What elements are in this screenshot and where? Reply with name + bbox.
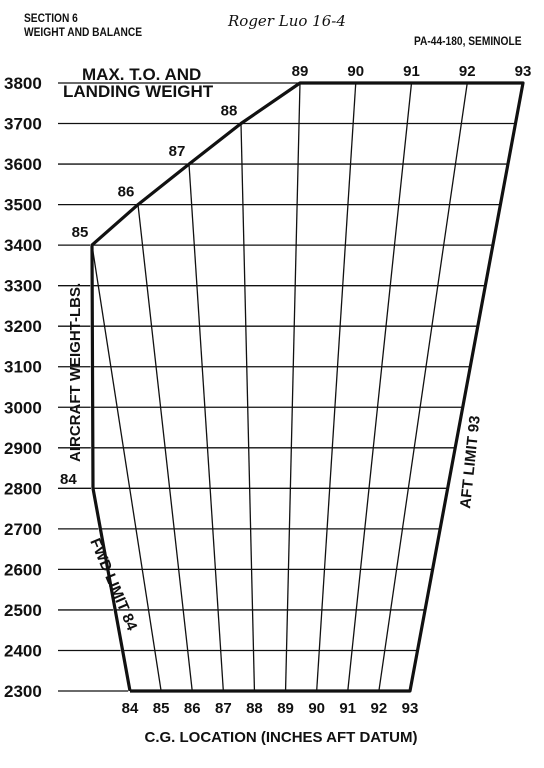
y-tick-label-3500: 3500 bbox=[4, 196, 42, 215]
top-cg-label-88: 88 bbox=[221, 103, 238, 120]
top-cg-label-87: 87 bbox=[169, 143, 186, 160]
grid-line-cg-88 bbox=[240, 123, 256, 692]
max-weight-label-line1: MAX. T.O. AND bbox=[82, 65, 201, 84]
x-tick-label-88: 88 bbox=[246, 700, 263, 717]
y-tick-label-3100: 3100 bbox=[4, 358, 42, 377]
x-tick-label-84: 84 bbox=[122, 700, 139, 717]
section-number: SECTION 6 bbox=[24, 11, 78, 25]
aircraft-model: PA-44-180, SEMINOLE bbox=[414, 34, 522, 48]
grid-lines bbox=[91, 82, 516, 692]
fwd-limit-label: FWD LIMIT 84 bbox=[86, 536, 140, 634]
y-tick-label-3800: 3800 bbox=[4, 74, 42, 93]
grid-line-cg-89 bbox=[284, 82, 301, 692]
handwritten-signature: Roger Luo 16-4 bbox=[228, 12, 346, 30]
y-tick-label-3000: 3000 bbox=[4, 398, 42, 417]
grid-line-cg-85 bbox=[91, 245, 162, 692]
x-tick-label-92: 92 bbox=[371, 700, 388, 717]
x-tick-label-87: 87 bbox=[215, 700, 232, 717]
top-cg-label-89: 89 bbox=[292, 63, 309, 80]
x-tick-label-89: 89 bbox=[277, 700, 294, 717]
section-title: WEIGHT AND BALANCE bbox=[24, 25, 143, 39]
grid-line-cg-87 bbox=[188, 164, 224, 692]
x-axis-title: C.G. LOCATION (INCHES AFT DATUM) bbox=[144, 729, 417, 746]
y-axis: 2300 2400 2500 2600 2700 2800 2900 3000 3100 3200… bbox=[4, 74, 298, 701]
y-axis-title: AIRCRAFT WEIGHT-LBS. bbox=[67, 283, 84, 462]
aft-limit-label: AFT LIMIT 93 bbox=[457, 415, 484, 510]
grid-line-cg-91 bbox=[347, 82, 413, 692]
top-cg-label-92: 92 bbox=[459, 63, 476, 80]
y-tick-label-2800: 2800 bbox=[4, 479, 42, 498]
top-cg-label-90: 90 bbox=[347, 63, 364, 80]
x-axis: 84 85 86 87 88 89 90 91 92 93 bbox=[122, 700, 419, 717]
grid-line-cg-90 bbox=[316, 82, 357, 692]
y-tick-label-2500: 2500 bbox=[4, 601, 42, 620]
y-tick-label-3200: 3200 bbox=[4, 317, 42, 336]
y-tick-label-2300: 2300 bbox=[4, 682, 42, 701]
envelope-outline bbox=[90, 81, 525, 693]
top-cg-labels: 85 86 87 88 89 90 91 92 93 bbox=[72, 63, 532, 241]
top-cg-label-85: 85 bbox=[72, 224, 89, 241]
y-tick-label-3600: 3600 bbox=[4, 155, 42, 174]
x-tick-label-90: 90 bbox=[308, 700, 325, 717]
x-tick-label-93: 93 bbox=[402, 700, 419, 717]
top-cg-label-91: 91 bbox=[403, 63, 420, 80]
section-header: SECTION 6 WEIGHT AND BALANCE bbox=[24, 11, 142, 39]
top-cg-label-86: 86 bbox=[118, 184, 135, 201]
max-weight-label-line2: LANDING WEIGHT bbox=[63, 82, 214, 101]
x-tick-label-86: 86 bbox=[184, 700, 201, 717]
side-cg-label-84: 84 bbox=[60, 471, 77, 488]
y-tick-label-2600: 2600 bbox=[4, 560, 42, 579]
grid-line-cg-92 bbox=[378, 82, 468, 692]
y-tick-label-2900: 2900 bbox=[4, 439, 42, 458]
grid-line-cg-86 bbox=[137, 204, 193, 692]
envelope-boundary bbox=[90, 81, 525, 693]
top-cg-label-93: 93 bbox=[515, 63, 532, 80]
y-tick-label-3700: 3700 bbox=[4, 115, 42, 134]
y-tick-label-2700: 2700 bbox=[4, 520, 42, 539]
x-tick-label-91: 91 bbox=[339, 700, 356, 717]
y-tick-label-3400: 3400 bbox=[4, 236, 42, 255]
y-tick-label-3300: 3300 bbox=[4, 277, 42, 296]
x-tick-label-85: 85 bbox=[153, 700, 170, 717]
y-tick-label-2400: 2400 bbox=[4, 641, 42, 660]
